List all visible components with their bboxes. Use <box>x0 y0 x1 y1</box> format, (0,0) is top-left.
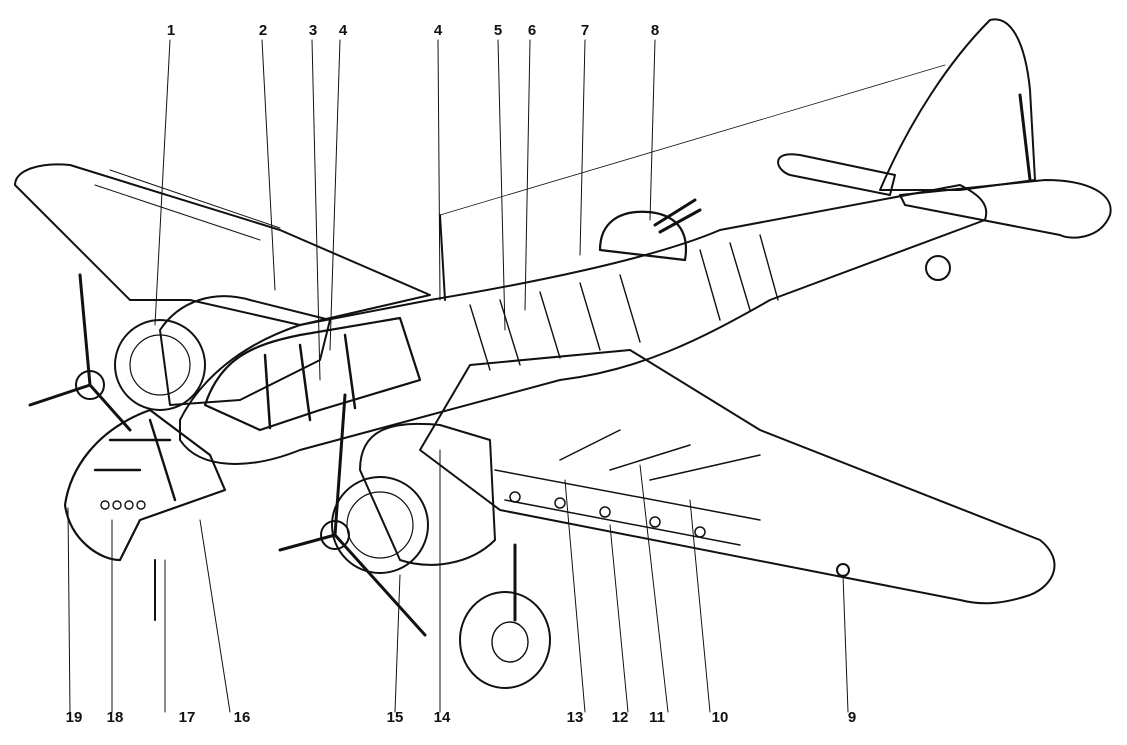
top-leader-lines <box>154 39 656 381</box>
callout-label: 4 <box>338 22 348 39</box>
callout-label: 5 <box>493 22 503 39</box>
callout-label: 10 <box>711 709 729 726</box>
callout-label: 11 <box>649 709 665 726</box>
callout-label: 16 <box>233 709 251 726</box>
left-wing-flap <box>94 169 281 241</box>
fuselage <box>179 184 988 465</box>
nose-frames <box>93 418 177 502</box>
bottom-leader-lines <box>67 449 849 713</box>
tail-wheel <box>925 255 951 281</box>
callout-label: 2 <box>258 22 268 39</box>
callout-label: 15 <box>386 709 404 726</box>
wing-spar-structure <box>494 429 761 546</box>
cockpit-canopy <box>203 316 422 432</box>
right-nacelle <box>359 422 496 566</box>
callout-label: 1 <box>166 22 176 39</box>
callout-label: 12 <box>611 709 629 726</box>
main-wheel <box>459 591 551 689</box>
aerial-wire <box>439 64 946 216</box>
callout-label: 19 <box>65 709 83 726</box>
right-engine-cowling <box>331 476 429 574</box>
callout-label: 7 <box>580 22 590 39</box>
rudder-line <box>1018 93 1032 182</box>
callout-label: 13 <box>566 709 584 726</box>
callout-label: 3 <box>308 22 318 39</box>
callout-label: 4 <box>433 22 443 39</box>
landing-light <box>836 563 850 577</box>
callout-label: 6 <box>527 22 537 39</box>
dorsal-turret <box>598 210 688 262</box>
antenna <box>439 214 446 301</box>
left-engine-cylinders <box>114 319 206 411</box>
callout-label: 9 <box>847 709 857 726</box>
callout-label: 14 <box>433 709 451 726</box>
callout-label: 8 <box>650 22 660 39</box>
right-wing <box>419 349 1056 605</box>
fuselage-frames <box>469 234 779 371</box>
tail-fin <box>879 18 1036 191</box>
right-propeller <box>278 393 427 637</box>
left-wing <box>14 163 431 326</box>
callout-label: 17 <box>178 709 196 726</box>
callout-label: 18 <box>106 709 124 726</box>
turret-guns <box>653 198 702 234</box>
left-tailplane <box>777 153 896 196</box>
nose-portholes <box>100 500 146 510</box>
left-propeller <box>28 273 132 432</box>
nose-glazing <box>63 408 227 562</box>
canopy-frames <box>263 333 357 430</box>
right-tailplane <box>899 179 1112 239</box>
